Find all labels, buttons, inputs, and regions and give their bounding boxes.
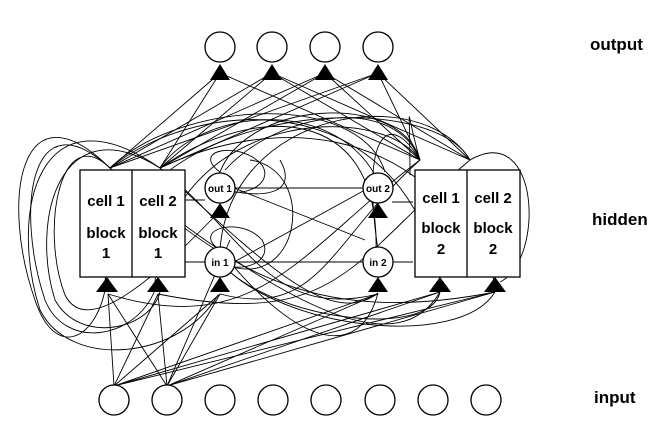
arrow-head-icon — [210, 64, 230, 80]
output-unit — [204, 31, 236, 63]
block1-cell2-line3: 1 — [154, 245, 162, 262]
arrow-head-icon — [429, 277, 451, 292]
input-layer-label: input — [594, 388, 636, 407]
hidden-layer-label: hidden — [592, 210, 648, 229]
input-unit — [470, 384, 502, 416]
block2-cell1-line3: 2 — [437, 241, 445, 258]
arrow-head-icon — [368, 64, 388, 80]
memory-block-2: cell 1 block 2 cell 2 block 2 out 2 in 2 — [362, 169, 521, 292]
memory-block-1: cell 1 block 1 cell 2 block 1 out 1 in 1 — [79, 169, 236, 292]
block2-cell2-line3: 2 — [489, 241, 497, 258]
arrow-head-icon — [210, 203, 230, 218]
arrow-head-icon — [315, 64, 335, 80]
arrow-head-icon — [368, 277, 388, 292]
block1-cell2-line2: block — [138, 225, 178, 242]
input-unit — [417, 384, 449, 416]
arrow-head-icon — [210, 277, 230, 292]
input-unit — [151, 384, 183, 416]
arrow-head-icon — [96, 277, 118, 292]
input-unit — [98, 384, 130, 416]
block2-input-gate-label: in 2 — [369, 258, 387, 269]
output-unit — [362, 31, 394, 63]
arrow-head-icon — [147, 277, 169, 292]
block2-cell1-line1: cell 1 — [422, 190, 460, 207]
input-unit — [310, 384, 342, 416]
output-layer-label: output — [590, 35, 643, 54]
block1-cell2-line1: cell 2 — [139, 193, 177, 210]
block1-cell1-line3: 1 — [102, 245, 110, 262]
block1-cell1-line2: block — [86, 225, 126, 242]
input-layer — [98, 384, 502, 416]
block1-output-gate-label: out 1 — [208, 184, 232, 195]
input-unit — [257, 384, 289, 416]
arrow-head-icon — [262, 64, 282, 80]
arrow-head-icon — [368, 203, 388, 218]
input-unit — [204, 384, 236, 416]
block2-cell1-line2: block — [421, 220, 461, 237]
block2-output-gate-label: out 2 — [366, 184, 390, 195]
block1-cell1-line1: cell 1 — [87, 193, 125, 210]
block2-cell2-line1: cell 2 — [474, 190, 512, 207]
output-unit — [309, 31, 341, 63]
block1-input-gate-label: in 1 — [211, 258, 229, 269]
output-layer — [204, 31, 394, 80]
arrow-head-icon — [484, 277, 506, 292]
block2-cell2-line2: block — [473, 220, 513, 237]
output-unit — [256, 31, 288, 63]
input-unit — [364, 384, 396, 416]
